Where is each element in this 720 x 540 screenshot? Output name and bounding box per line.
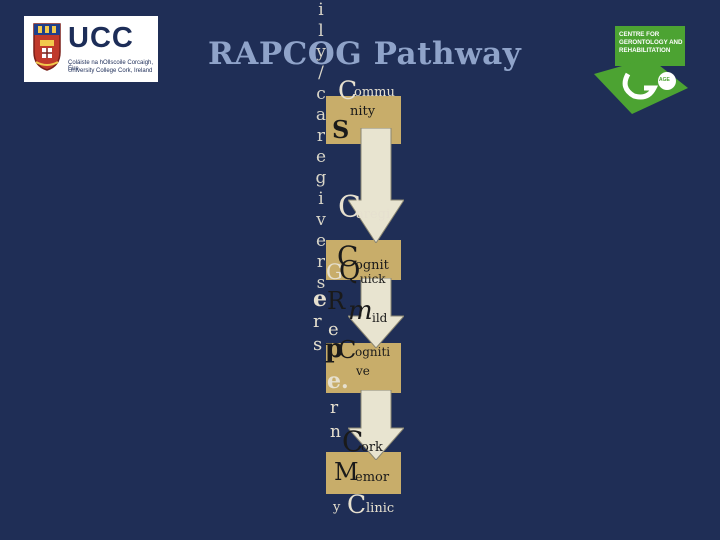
cork-text: ork (361, 440, 383, 455)
n-letter: n (330, 422, 341, 442)
g-initial: G (326, 260, 343, 284)
cognitive-screening-box (326, 240, 401, 280)
cognitive-initial: C (337, 240, 359, 273)
vertical-letter: l (318, 21, 324, 41)
vertical-letter: e (315, 231, 327, 251)
r-letter-3: r (330, 398, 339, 418)
down-arrow-icon (348, 278, 404, 348)
cgr-age-badge: AGE (659, 77, 670, 83)
vertical-letter: y (316, 42, 326, 62)
community-text-2: nity (350, 104, 376, 119)
cork-memory-clinic-box (326, 452, 401, 494)
vertical-text-column: i l y / c a r e g i v e r s (312, 0, 330, 294)
ucc-crest-icon (33, 23, 61, 71)
clinic-initial: C (347, 490, 367, 519)
caregiver-text: aregi (356, 207, 391, 222)
memory-text: emor (355, 470, 390, 485)
cgr-logo: CENTRE FOR GERONTOLOGY AND REHABILITATIO… (590, 26, 690, 116)
s-letter: s (313, 334, 323, 355)
cognitive-text: ognit (355, 258, 389, 273)
cgr-badge-icon (594, 26, 688, 114)
mild-initial: m (348, 296, 373, 326)
ucc-english-name: University College Cork, Ireland (68, 68, 153, 74)
cgr-line-3: REHABILITATION (619, 47, 671, 54)
clinic-text: linic (366, 501, 395, 516)
memory-initial: M (334, 458, 359, 486)
vertical-letter: c (316, 84, 326, 104)
vertical-letter: i (318, 0, 324, 20)
vertical-letter: g (315, 168, 327, 188)
cgr-line-2: GERONTOLOGY AND (619, 39, 683, 46)
vertical-letter: / (318, 63, 324, 83)
community-text: ommu (354, 85, 395, 100)
vertical-letter: i (318, 189, 324, 209)
vertical-letter: v (316, 210, 326, 230)
cgr-line-1: CENTRE FOR (619, 31, 660, 38)
page-title: RAPCOG Pathway (208, 36, 522, 72)
vertical-letter: r (316, 126, 326, 146)
quick-initial: Q (339, 256, 361, 286)
quick-text: uick (360, 272, 386, 286)
down-arrow-icon (348, 390, 404, 460)
down-arrow-icon (348, 128, 404, 243)
vertical-letter: r (316, 252, 326, 272)
e-letter-2: e (328, 319, 339, 340)
e-letter: e (313, 286, 327, 312)
vertical-letter: a (315, 105, 327, 125)
e-letter-3: e. (327, 368, 349, 394)
cork-initial: C (342, 425, 364, 458)
cognitive-assessment-text-2: ve (356, 364, 370, 378)
vertical-letter: e (315, 147, 327, 167)
p-letter: p (325, 334, 344, 364)
r-letter: R (327, 287, 346, 315)
cognitive-assessment-box (326, 343, 401, 393)
community-initial: C (338, 76, 358, 105)
r-letter-2: r (313, 311, 322, 332)
y-letter: y (333, 500, 341, 515)
caregiver-initial: C (338, 190, 361, 225)
ucc-wordmark: UCC (68, 22, 134, 54)
mild-text: ild (372, 311, 388, 325)
vertical-letter: s (316, 273, 326, 293)
ucc-logo: UCC Coláiste na hOllscoile Corcaigh, Éir… (24, 16, 158, 82)
ucc-irish-name: Coláiste na hOllscoile Corcaigh, Éire (68, 60, 154, 72)
services-initial: S (332, 115, 350, 144)
cognitive-assessment-initial: C (338, 336, 357, 364)
cognitive-assessment-text: ogniti (355, 345, 391, 359)
